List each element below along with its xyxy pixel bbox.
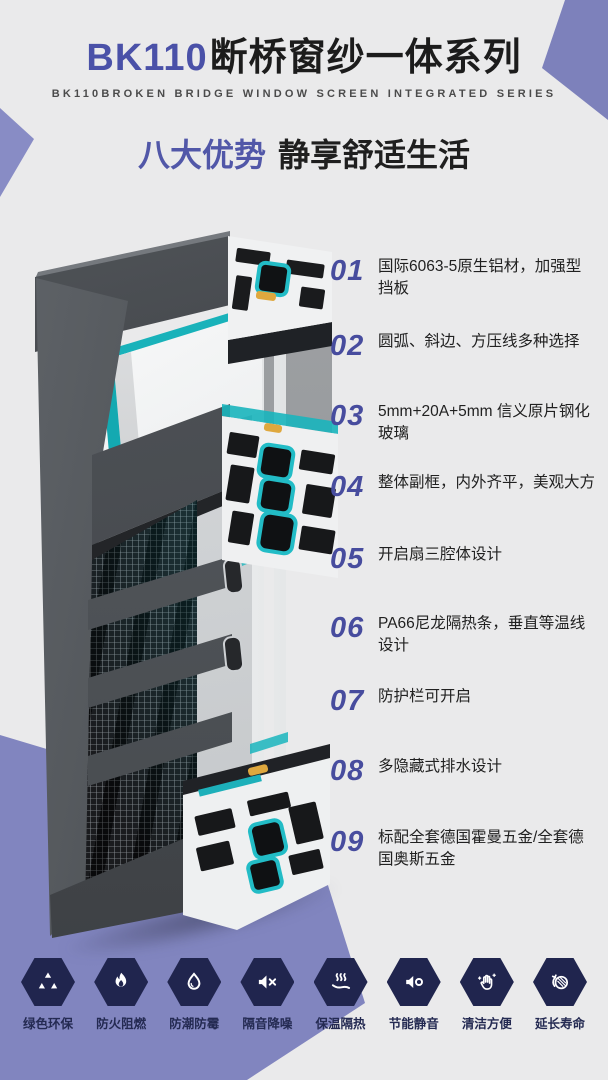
thermal-break-chamber (254, 509, 300, 557)
feature-text: 多隐藏式排水设计 (378, 758, 503, 775)
feature-text: 整体副框，内外齐平，美观大方 (378, 474, 596, 491)
feature-item-9: 09 标配全套德国霍曼五金/全套德国奥斯五金 (330, 827, 596, 871)
badge-eco: 绿色环保 (12, 958, 84, 1032)
speaker-icon (386, 958, 441, 1006)
tagline-highlight: 八大优势 (137, 137, 266, 173)
series-name: 断桥窗纱一体系列 (209, 37, 522, 79)
feature-number: 09 (330, 826, 365, 858)
feature-text: 开启扇三腔体设计 (378, 546, 503, 563)
feature-number: 08 (330, 755, 365, 787)
feature-number: 07 (330, 685, 365, 717)
badge-label: 防潮防霉 (169, 1017, 220, 1031)
profile-cavity (226, 431, 260, 459)
badge-label: 清洁方便 (461, 1017, 512, 1031)
feature-number: 06 (330, 612, 365, 644)
feature-text: 防护栏可开启 (378, 688, 472, 705)
recycle-icon (21, 958, 75, 1006)
feature-text: 圆弧、斜边、方压线多种选择 (378, 333, 580, 350)
badge-quiet: 节能静音 (378, 958, 450, 1032)
lifespan-icon (532, 958, 587, 1006)
badge-label: 节能静音 (388, 1017, 439, 1031)
feature-text: 5mm+20A+5mm 信义原片钢化玻璃 (378, 403, 590, 442)
page-title: BK110断桥窗纱一体系列 (0, 26, 608, 81)
insulation-icon (313, 958, 368, 1006)
feature-item-6: 06 PA66尼龙隔热条，垂直等温线设计 (330, 613, 596, 657)
thermal-break-chamber (255, 475, 297, 517)
badge-label: 防火阻燃 (96, 1017, 147, 1031)
feature-item-7: 07 防护栏可开启 (330, 686, 596, 716)
thermal-break-chamber (255, 441, 297, 483)
badge-label: 保温隔热 (315, 1017, 366, 1031)
hand-clean-icon (459, 958, 514, 1006)
badge-fireproof: 防火阻燃 (85, 958, 157, 1032)
badge-moisture: 防潮防霉 (158, 958, 230, 1032)
feature-item-3: 03 5mm+20A+5mm 信义原片钢化玻璃 (330, 401, 596, 445)
feature-number: 01 (330, 255, 365, 287)
benefit-badges-row: 绿色环保 防火阻燃 防潮防霉 隔音降噪 (12, 958, 596, 1032)
bar-end-cap-2 (222, 635, 245, 673)
profile-cavity (298, 286, 326, 310)
brand-name: BK110 (86, 37, 208, 79)
subtitle-english: BK110BROKEN BRIDGE WINDOW SCREEN INTEGRA… (51, 88, 557, 100)
speaker-mute-icon (240, 958, 295, 1006)
droplet-icon (167, 958, 222, 1006)
tagline: 八大优势静享舒适生活 (0, 130, 608, 176)
feature-item-4: 04 整体副框，内外齐平，美观大方 (330, 472, 596, 502)
badge-lifespan: 延长寿命 (524, 958, 596, 1032)
feature-item-2: 02 圆弧、斜边、方压线多种选择 (330, 331, 596, 361)
feature-number: 05 (330, 543, 365, 575)
feature-text: PA66尼龙隔热条，垂直等温线设计 (378, 615, 586, 654)
badge-label: 绿色环保 (22, 1017, 73, 1031)
feature-item-5: 05 开启扇三腔体设计 (330, 544, 596, 574)
badge-label: 隔音降噪 (242, 1017, 293, 1031)
badge-clean: 清洁方便 (451, 958, 523, 1032)
feature-item-8: 08 多隐藏式排水设计 (330, 756, 596, 786)
feature-text: 标配全套德国霍曼五金/全套德国奥斯五金 (378, 829, 584, 868)
feature-text: 国际6063-5原生铝材，加强型挡板 (378, 258, 582, 297)
tagline-rest: 静享舒适生活 (278, 137, 471, 173)
feature-number: 04 (330, 471, 365, 503)
badge-label: 延长寿命 (534, 1017, 585, 1031)
feature-item-1: 01 国际6063-5原生铝材，加强型挡板 (330, 256, 596, 300)
flame-icon (94, 958, 149, 1006)
feature-number: 02 (330, 330, 365, 362)
badge-soundproof: 隔音降噪 (231, 958, 303, 1032)
badge-insulation: 保温隔热 (305, 958, 377, 1032)
feature-number: 03 (330, 400, 365, 432)
